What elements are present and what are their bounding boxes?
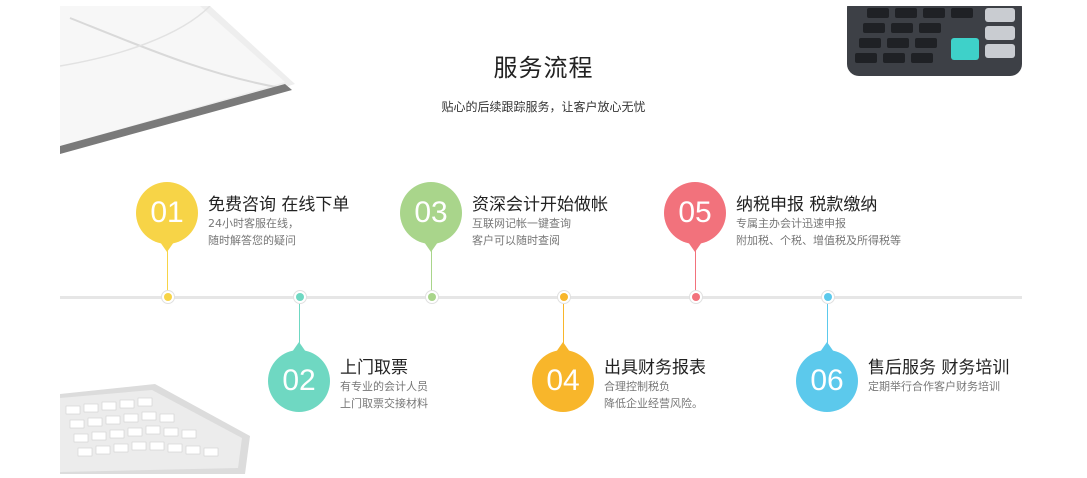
step-title: 上门取票 <box>340 358 408 378</box>
book-icon <box>60 6 295 154</box>
timeline-line <box>60 296 1022 299</box>
step-stem <box>695 248 696 292</box>
step-stem <box>431 248 432 292</box>
step-stem <box>299 304 300 348</box>
step-number-badge: 05 <box>664 182 726 252</box>
step-desc-line: 附加税、个税、增值税及所得税等 <box>736 234 901 247</box>
page-subtitle: 贴心的后续跟踪服务，让客户放心无忧 <box>441 100 646 114</box>
step-title: 纳税申报 税款缴纳 <box>736 195 878 215</box>
step-title: 免费咨询 在线下单 <box>208 195 350 215</box>
step-desc-line: 专属主办会计迅速申报 <box>736 217 846 230</box>
step-desc-line: 客户可以随时查阅 <box>472 234 560 247</box>
step-title: 售后服务 财务培训 <box>868 358 1010 378</box>
step-number-badge: 04 <box>532 342 594 412</box>
timeline-dot <box>689 290 703 304</box>
step-desc-line: 上门取票交接材料 <box>340 397 428 410</box>
step-desc-line: 定期举行合作客户财务培训 <box>868 380 1000 393</box>
step-number-badge: 03 <box>400 182 462 252</box>
step-number-badge: 01 <box>136 182 198 252</box>
step-desc-line: 有专业的会计人员 <box>340 380 428 393</box>
timeline-dot <box>425 290 439 304</box>
calculator-icon <box>847 6 1022 76</box>
step-stem <box>827 304 828 348</box>
step-desc-line: 24小时客服在线， <box>208 217 299 230</box>
timeline-dot <box>293 290 307 304</box>
step-desc-line: 互联网记帐一键查询 <box>472 217 571 230</box>
timeline-dot <box>557 290 571 304</box>
step-number-badge: 06 <box>796 342 858 412</box>
step-desc-line: 随时解答您的疑问 <box>208 234 296 247</box>
page-title: 服务流程 <box>493 54 594 82</box>
timeline-dot <box>821 290 835 304</box>
step-title: 出具财务报表 <box>604 358 706 378</box>
step-desc-line: 合理控制税负 <box>604 380 670 393</box>
keyboard-icon <box>60 384 250 474</box>
step-stem <box>167 248 168 292</box>
timeline-dot <box>161 290 175 304</box>
step-stem <box>563 304 564 348</box>
step-desc-line: 降低企业经营风险。 <box>604 397 703 410</box>
step-number-badge: 02 <box>268 342 330 412</box>
step-title: 资深会计开始做帐 <box>472 195 608 215</box>
